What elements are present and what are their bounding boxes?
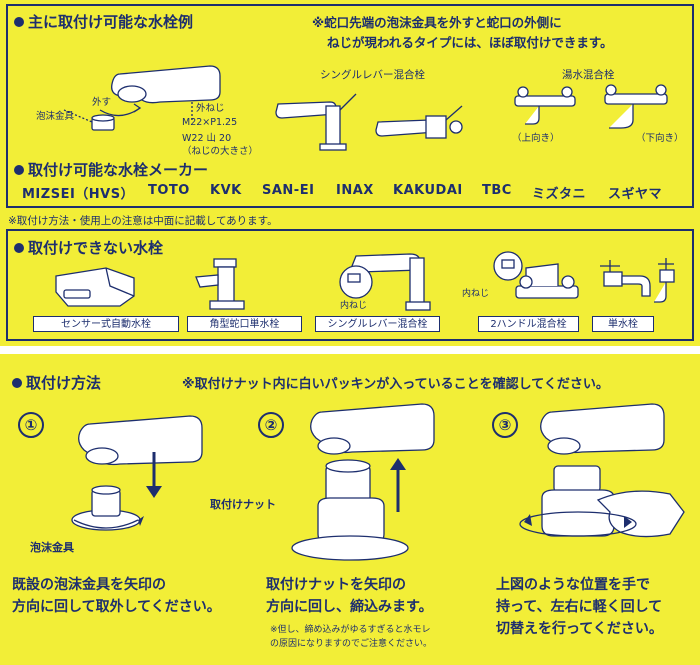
step3-line1: 上図のような位置を手で bbox=[496, 577, 650, 593]
step2-illustration bbox=[291, 403, 435, 561]
step3-description: 上図のような位置を手で 持って、左右に軽く回して 切替えを行ってください。 bbox=[496, 574, 663, 640]
maker-tbc: TBC bbox=[482, 183, 512, 198]
upward-label: （上向き） bbox=[512, 133, 560, 144]
thread-spec2: W22 山 20 bbox=[182, 133, 232, 144]
faucet-tip-illustration bbox=[63, 65, 221, 131]
step1-line2: 方向に回して取外してください。 bbox=[12, 599, 221, 615]
step2-note1: ※但し、締め込みがゆるすぎると水モレ bbox=[270, 625, 431, 635]
inner-thread-label-2: 内ねじ bbox=[462, 289, 490, 299]
step3-illustration bbox=[519, 403, 685, 538]
label-single-lever: シングルレバー混合栓 bbox=[315, 316, 440, 332]
install-panel: 取付け方法 ※取付けナット内に白いパッキンが入っていることを確認してください。 … bbox=[0, 354, 700, 665]
maker-toto: TOTO bbox=[148, 183, 190, 198]
maker-kvk: KVK bbox=[210, 183, 242, 198]
bullet-icon bbox=[14, 165, 24, 175]
not-compatible-box bbox=[6, 229, 694, 341]
hot-cold-faucets-illustration bbox=[514, 84, 668, 129]
label-remove: 外す bbox=[92, 97, 112, 108]
label-single-faucet: 単水栓 bbox=[592, 316, 654, 332]
step3-line3: 切替えを行ってください。 bbox=[496, 621, 663, 637]
single-lever-faucets-illustration bbox=[275, 93, 463, 151]
bullet-icon bbox=[14, 17, 24, 27]
step1-description: 既設の泡沫金具を矢印の 方向に回して取外してください。 bbox=[12, 574, 221, 618]
thread-spec3: （ねじの大きさ） bbox=[182, 146, 259, 157]
step2-note2: の原因になりますのでご注意ください。 bbox=[270, 639, 433, 649]
bullet-icon bbox=[14, 243, 24, 253]
downward-label: （下向き） bbox=[636, 133, 684, 144]
label-sensor-faucet: センサー式自動水栓 bbox=[33, 316, 179, 332]
single-faucet-illustration bbox=[600, 258, 675, 303]
install-note: ※取付けナット内に白いパッキンが入っていることを確認してください。 bbox=[182, 377, 609, 392]
step2-description: 取付けナットを矢印の 方向に回し、締込みます。 bbox=[266, 574, 433, 618]
step2-line1: 取付けナットを矢印の bbox=[266, 577, 406, 593]
single-lever-inner-thread-illustration bbox=[339, 253, 431, 311]
maker-mizutani: ミズタニ bbox=[532, 187, 587, 202]
square-faucet-illustration bbox=[195, 258, 245, 310]
step3-number: ③ bbox=[492, 412, 518, 438]
step3-line2: 持って、左右に軽く回して bbox=[496, 599, 663, 615]
note-line1: ※蛇口先端の泡沫金具を外すと蛇口の外側に bbox=[312, 15, 562, 30]
inner-thread-label-1: 内ねじ bbox=[340, 301, 368, 311]
maker-kakudai: KAKUDAI bbox=[393, 183, 463, 198]
step1-aerator-label: 泡沫金具 bbox=[30, 541, 74, 554]
label-two-handle: 2ハンドル混合栓 bbox=[478, 316, 579, 332]
sensor-faucet-illustration bbox=[55, 267, 135, 307]
step1-illustration bbox=[71, 415, 203, 531]
install-heading: 取付け方法 bbox=[12, 372, 101, 393]
step2-number: ② bbox=[258, 412, 284, 438]
makers-heading: 取付け可能な水栓メーカー bbox=[14, 159, 208, 180]
label-outer-thread: 外ねじ bbox=[196, 103, 225, 114]
bullet-icon bbox=[12, 378, 22, 388]
label-square-faucet: 角型蛇口単水栓 bbox=[187, 316, 302, 332]
middle-note: ※取付け方法・使用上の注意は中面に記載してあります。 bbox=[8, 215, 278, 227]
single-lever-title: シングルレバー混合栓 bbox=[320, 69, 425, 81]
maker-san-ei: SAN-EI bbox=[262, 183, 315, 198]
nut-label: 取付けナット bbox=[210, 498, 276, 511]
compatible-faucets-panel: 主に取付け可能な水栓例 ※蛇口先端の泡沫金具を外すと蛇口の外側に ねじが現われる… bbox=[0, 0, 700, 346]
hot-cold-title: 湯水混合栓 bbox=[562, 69, 615, 81]
two-handle-faucet-illustration bbox=[493, 251, 579, 299]
main-faucets-heading: 主に取付け可能な水栓例 bbox=[14, 11, 193, 32]
step2-line2: 方向に回し、締込みます。 bbox=[266, 599, 433, 615]
thread-spec1: M22×P1.25 bbox=[182, 117, 238, 128]
step1-number: ① bbox=[18, 412, 44, 438]
maker-inax: INAX bbox=[336, 183, 374, 198]
maker-mizsei: MIZSEI（HVS） bbox=[22, 187, 135, 202]
step1-line1: 既設の泡沫金具を矢印の bbox=[12, 577, 166, 593]
maker-sugiyama: スギヤマ bbox=[608, 187, 663, 202]
note-line2: ねじが現われるタイプには、ほぼ取付けできます。 bbox=[327, 35, 613, 50]
label-aerator: 泡沫金具 bbox=[36, 111, 75, 122]
compatible-faucets-box bbox=[6, 4, 694, 208]
not-compatible-heading: 取付けできない水栓 bbox=[14, 237, 163, 258]
